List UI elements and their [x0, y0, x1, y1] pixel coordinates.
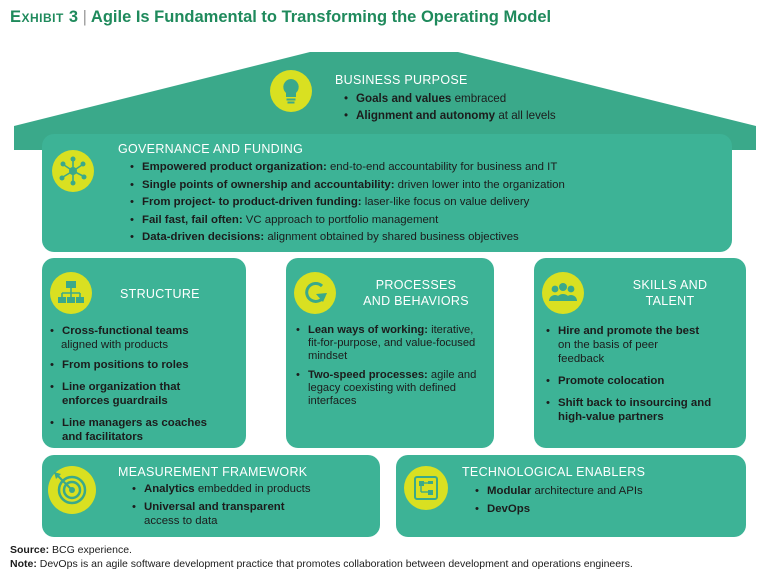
list-item: Lean ways of working: iterative, fit-for…: [296, 324, 488, 362]
list-item: Line managers as coaches and facilitator…: [50, 416, 210, 444]
people-icon: [542, 272, 584, 314]
list-item: Data-driven decisions: alignment obtaine…: [130, 229, 720, 247]
note-line: Note: DevOps is an agile software develo…: [10, 558, 633, 570]
org-chart-icon: [50, 272, 92, 314]
list-item: Fail fast, fail often: VC approach to po…: [130, 212, 720, 230]
list-item: Hire and promote the best on the basis o…: [546, 324, 706, 366]
list-item: Two-speed processes: agile and legacy co…: [296, 369, 488, 407]
list-item: Universal and transparent access to data: [132, 500, 322, 528]
list-item: Empowered product organization: end-to-e…: [130, 159, 720, 177]
exhibit-label: Exhibit 3: [10, 8, 79, 26]
circuit-icon: [404, 466, 448, 510]
cycle-arrow-icon: [294, 272, 336, 314]
technology-heading: TECHNOLOGICAL ENABLERS: [462, 465, 646, 479]
technology-list: Modular architecture and APIs DevOps: [475, 482, 735, 518]
lightbulb-icon: [270, 70, 312, 112]
business-purpose-heading: BUSINESS PURPOSE: [335, 73, 468, 87]
governance-list: Empowered product organization: end-to-e…: [130, 159, 720, 247]
processes-list: Lean ways of working: iterative, fit-for…: [296, 324, 488, 408]
skills-heading-line2: TALENT: [645, 294, 695, 308]
skills-heading: SKILLS AND TALENT: [600, 277, 740, 309]
footnotes: Source: BCG experience. Note: DevOps is …: [10, 543, 633, 571]
list-item: Modular architecture and APIs: [475, 482, 735, 500]
measurement-heading: MEASUREMENT FRAMEWORK: [118, 465, 308, 479]
structure-heading: STRUCTURE: [120, 287, 200, 301]
list-item: Single points of ownership and accountab…: [130, 177, 720, 195]
list-item: Goals and values embraced: [344, 90, 644, 107]
list-item: Alignment and autonomy at all levels: [344, 107, 644, 124]
target-icon: [48, 466, 96, 514]
skills-list: Hire and promote the best on the basis o…: [546, 324, 716, 424]
skills-heading-line1: SKILLS AND: [632, 278, 708, 292]
exhibit-heading: Agile Is Fundamental to Transforming the…: [90, 8, 552, 26]
governance-heading: GOVERNANCE AND FUNDING: [118, 142, 304, 156]
list-item: Analytics embedded in products: [132, 482, 372, 496]
measurement-list: Analytics embedded in products Universal…: [132, 482, 372, 528]
business-purpose-list: Goals and values embraced Alignment and …: [344, 90, 644, 124]
list-item: Cross-functional teams aligned with prod…: [50, 324, 240, 352]
network-icon: [52, 150, 94, 192]
processes-heading-line1: PROCESSES: [375, 278, 457, 292]
title-separator: |: [82, 8, 87, 26]
exhibit-title: Exhibit 3|Agile Is Fundamental to Transf…: [10, 8, 551, 27]
processes-heading: PROCESSES AND BEHAVIORS: [346, 277, 486, 309]
source-line: Source: BCG experience.: [10, 544, 132, 556]
list-item: Shift back to insourcing and high-value …: [546, 396, 716, 424]
list-item: From positions to roles: [50, 358, 240, 372]
structure-list: Cross-functional teams aligned with prod…: [50, 324, 240, 444]
list-item: Line organization that enforces guardrai…: [50, 380, 210, 408]
processes-heading-line2: AND BEHAVIORS: [363, 294, 469, 308]
list-item: DevOps: [475, 500, 735, 518]
list-item: From project- to product-driven funding:…: [130, 194, 720, 212]
list-item: Promote colocation: [546, 374, 716, 388]
